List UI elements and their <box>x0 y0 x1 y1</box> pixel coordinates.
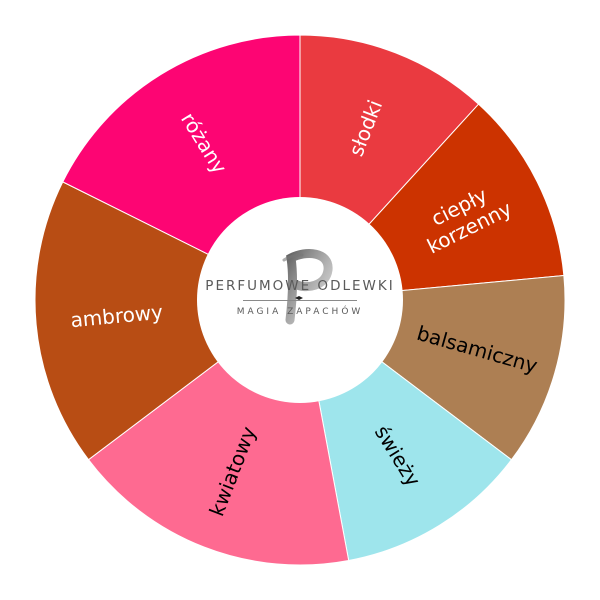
logo-bottom-text: MAGIA ZAPACHÓW <box>236 307 364 317</box>
logo-monogram <box>282 249 333 325</box>
slice-ambrowy <box>34 181 301 461</box>
logo-divider <box>243 300 357 301</box>
center-logo: PERFUMOWE ODLEWKI MAGIA ZAPACHÓW <box>198 238 402 338</box>
logo-top-text: PERFUMOWE ODLEWKI <box>205 278 395 294</box>
